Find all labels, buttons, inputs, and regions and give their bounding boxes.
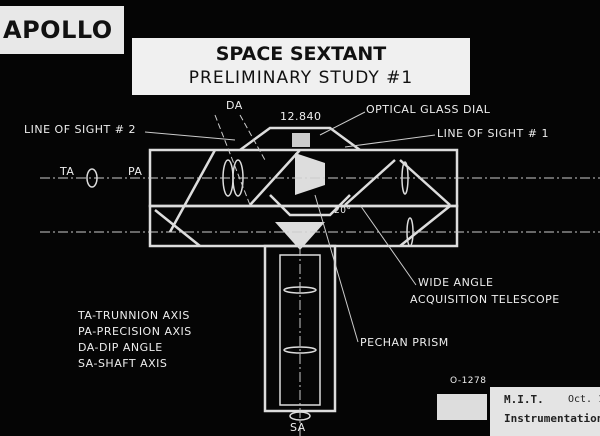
mirror (154, 209, 201, 247)
dial-prism (295, 153, 325, 195)
apollo-label: APOLLO (0, 6, 124, 54)
legend-item: TA-TRUNNION AXIS (78, 309, 190, 322)
pechan-prism-label: PECHAN PRISM (360, 336, 449, 349)
leader-line (314, 194, 359, 343)
title-box: SPACE SEXTANT PRELIMINARY STUDY #1 (132, 38, 470, 95)
pa-label: PA (128, 165, 143, 178)
sa-label: SA (290, 421, 306, 434)
line-of-sight-2-label: LINE OF SIGHT # 2 (24, 123, 136, 136)
angle-label: 20° (334, 206, 352, 216)
dip-angle-line (239, 114, 266, 161)
mirror (399, 159, 451, 206)
mirror (344, 159, 396, 206)
mirror (399, 205, 451, 247)
wide-angle-label: WIDE ANGLE (418, 276, 494, 289)
ta-label: TA (60, 165, 75, 178)
leader-line (344, 134, 436, 148)
leader-line (144, 131, 236, 141)
da-label: DA (226, 99, 243, 112)
mit-label-box: M.I.T. Oct. 1 Instrumentation Labora (490, 387, 600, 436)
lower-block (269, 194, 351, 217)
leader-line (319, 111, 366, 136)
dip-angle-line (214, 114, 251, 206)
leader-line (359, 204, 417, 286)
optical-glass-dial-shape (292, 133, 310, 147)
mirror (168, 149, 217, 233)
legend-item: DA-DIP ANGLE (78, 341, 163, 354)
org-line1: M.I.T. (504, 393, 544, 406)
line-of-sight-1-label: LINE OF SIGHT # 1 (437, 127, 549, 140)
drawing-number: O-1278 (450, 376, 487, 386)
org-line2: Instrumentation Labora (504, 412, 600, 425)
upper-block (239, 126, 361, 152)
legend-item: PA-PRECISION AXIS (78, 325, 192, 338)
date: Oct. 1 (568, 394, 600, 405)
rotation-arrow-icon (86, 168, 98, 188)
lens (283, 346, 317, 354)
acquisition-telescope-label: ACQUISITION TELESCOPE (410, 293, 560, 306)
legend-item: SA-SHAFT AXIS (78, 357, 168, 370)
rotation-arrow-icon (289, 411, 311, 421)
pechan-prism-shape (275, 222, 325, 250)
subtitle: PRELIMINARY STUDY #1 (188, 68, 414, 88)
optical-glass-dial-label: OPTICAL GLASS DIAL (366, 103, 491, 116)
title: SPACE SEXTANT (215, 43, 387, 65)
dial-reading: 12.840 (280, 110, 322, 123)
lab-logo (437, 394, 487, 420)
